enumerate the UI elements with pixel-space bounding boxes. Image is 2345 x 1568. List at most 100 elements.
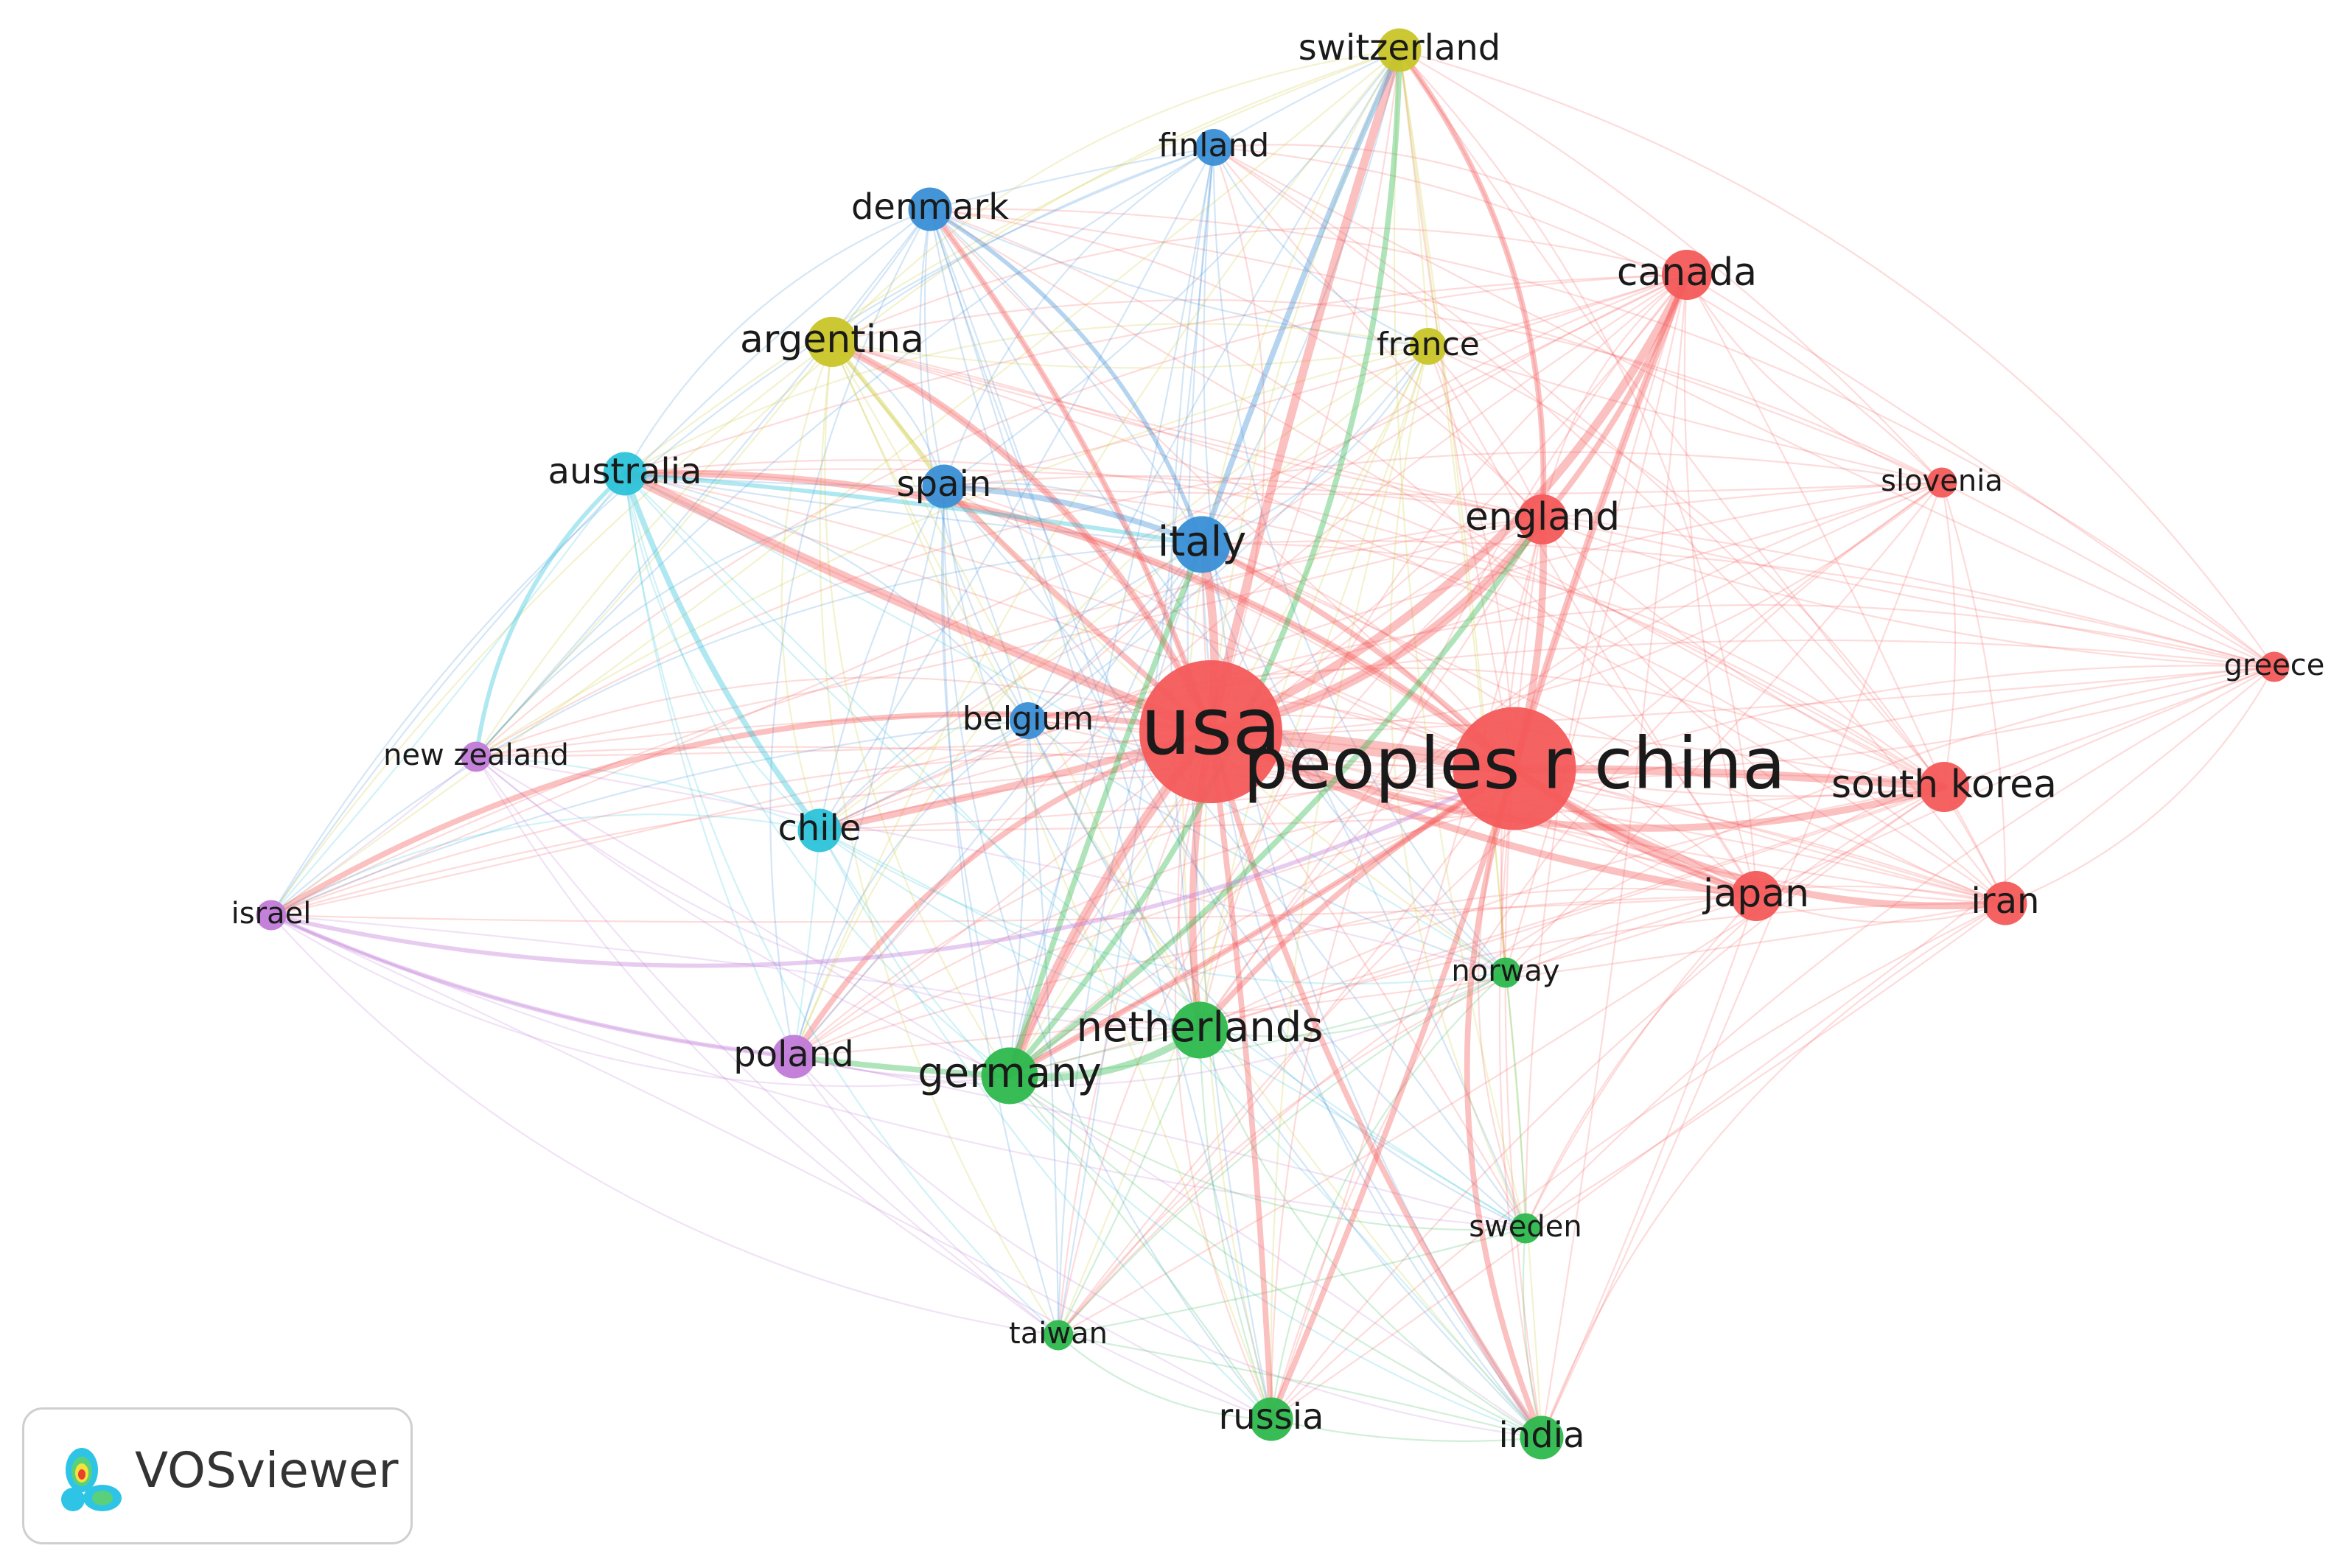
link-china-canada bbox=[1513, 273, 1688, 770]
node-denmark[interactable] bbox=[908, 187, 952, 231]
link-china-chile bbox=[818, 767, 1516, 832]
link-greece-russia bbox=[1270, 665, 2276, 1421]
node-israel[interactable] bbox=[256, 900, 287, 931]
node-germany[interactable] bbox=[981, 1047, 1038, 1105]
node-belgium[interactable] bbox=[1010, 702, 1046, 739]
node-iran[interactable] bbox=[1983, 881, 2027, 925]
link-canada-israel bbox=[270, 273, 1688, 917]
link-slovenia-new_zealand bbox=[475, 451, 1943, 758]
link-russia-india bbox=[1270, 1418, 1543, 1442]
node-south_korea[interactable] bbox=[1919, 762, 1969, 812]
link-denmark-new_zealand bbox=[475, 208, 932, 758]
link-iran-italy bbox=[1201, 543, 2007, 905]
link-usa-slovenia bbox=[1209, 481, 1943, 733]
link-canada-greece bbox=[1685, 273, 2276, 668]
link-south_korea-finland bbox=[1212, 146, 1946, 788]
link-south_korea-chile bbox=[818, 785, 1946, 832]
label-netherlands: netherlands bbox=[1077, 1004, 1324, 1051]
link-new_zealand-netherlands bbox=[475, 755, 1201, 1032]
link-usa-taiwan bbox=[1057, 730, 1212, 1337]
link-england-new_zealand bbox=[475, 518, 1544, 758]
node-taiwan[interactable] bbox=[1043, 1320, 1074, 1351]
link-japan-iran bbox=[1755, 895, 2007, 923]
label-greece: greece bbox=[2224, 648, 2325, 682]
link-greece-sweden bbox=[1524, 665, 2276, 1230]
link-denmark-poland bbox=[769, 208, 932, 1058]
link-taiwan-russia bbox=[1057, 1334, 1273, 1421]
node-finland[interactable] bbox=[1195, 129, 1232, 166]
link-germany-india bbox=[1008, 1074, 1543, 1439]
link-england-iran bbox=[1541, 518, 2007, 905]
link-belgium-sweden bbox=[1027, 719, 1527, 1230]
link-iran-greece bbox=[2004, 665, 2276, 905]
link-england-chile bbox=[818, 518, 1544, 832]
link-belgium-poland bbox=[792, 719, 1030, 1058]
link-japan-france bbox=[1427, 345, 1758, 897]
link-canada-england bbox=[1541, 273, 1688, 521]
link-argentina-france bbox=[831, 340, 1430, 369]
node-poland[interactable] bbox=[772, 1035, 816, 1079]
link-belgium-australia bbox=[623, 472, 1030, 722]
node-chile[interactable] bbox=[797, 808, 842, 853]
link-italy-switzerland bbox=[1199, 47, 1402, 547]
app-name: VOSviewer bbox=[135, 1442, 399, 1499]
link-italy-norway bbox=[1201, 543, 1507, 974]
link-netherlands-india bbox=[1198, 1029, 1543, 1439]
link-usa-switzerland bbox=[1209, 49, 1401, 733]
node-italy[interactable] bbox=[1173, 516, 1231, 573]
link-france-poland bbox=[792, 345, 1430, 1058]
link-italy-spain bbox=[943, 482, 1203, 546]
link-usa-new_zealand bbox=[475, 676, 1212, 758]
node-spain[interactable] bbox=[922, 464, 966, 508]
link-japan-taiwan bbox=[1057, 895, 1758, 1337]
node-india[interactable] bbox=[1520, 1415, 1564, 1460]
link-china-russia bbox=[1268, 766, 1517, 1422]
link-south_korea-germany bbox=[1008, 785, 1946, 1077]
link-south_korea-italy bbox=[1201, 543, 1946, 788]
node-greece[interactable] bbox=[2259, 651, 2290, 682]
link-usa-denmark bbox=[929, 208, 1212, 733]
link-japan-norway bbox=[1504, 895, 1758, 974]
node-england[interactable] bbox=[1517, 494, 1568, 545]
node-argentina[interactable] bbox=[807, 317, 857, 367]
link-norway-taiwan bbox=[1057, 971, 1507, 1337]
link-israel-germany bbox=[270, 914, 1011, 1088]
link-belgium-norway bbox=[1027, 719, 1507, 974]
link-italy-spain bbox=[941, 483, 1205, 547]
node-netherlands[interactable] bbox=[1171, 1001, 1229, 1059]
node-switzerland[interactable] bbox=[1377, 28, 1422, 72]
node-slovenia[interactable] bbox=[1926, 467, 1957, 498]
link-usa-denmark bbox=[927, 206, 1214, 735]
link-italy-taiwan bbox=[1057, 543, 1203, 1337]
link-germany-england bbox=[1007, 517, 1545, 1079]
node-france[interactable] bbox=[1410, 328, 1447, 365]
link-usa-russia bbox=[1174, 730, 1273, 1421]
label-russia: russia bbox=[1219, 1396, 1324, 1438]
link-south_korea-poland bbox=[792, 773, 1946, 1058]
link-japan-germany bbox=[1008, 887, 1758, 1077]
node-japan[interactable] bbox=[1731, 871, 1781, 921]
link-japan-israel bbox=[270, 895, 1758, 923]
label-iran: iran bbox=[1971, 881, 2040, 922]
link-iran-sweden bbox=[1524, 902, 2007, 1230]
label-norway: norway bbox=[1451, 954, 1559, 988]
link-denmark-russia bbox=[929, 208, 1273, 1421]
link-south_korea-australia bbox=[623, 459, 1946, 788]
link-usa-israel bbox=[268, 711, 1214, 918]
node-norway[interactable] bbox=[1490, 957, 1521, 988]
node-sweden[interactable] bbox=[1510, 1213, 1541, 1244]
link-norway-russia bbox=[1270, 971, 1507, 1421]
label-usa: usa bbox=[1141, 681, 1282, 773]
link-germany-italy bbox=[1007, 542, 1205, 1079]
node-russia[interactable] bbox=[1249, 1397, 1293, 1441]
link-slovenia-spain bbox=[943, 481, 1943, 496]
node-australia[interactable] bbox=[603, 452, 647, 496]
node-china[interactable] bbox=[1453, 707, 1576, 830]
link-iran-india bbox=[1540, 902, 2007, 1439]
link-australia-india bbox=[623, 472, 1543, 1439]
node-new_zealand[interactable] bbox=[461, 741, 492, 772]
node-canada[interactable] bbox=[1662, 250, 1712, 300]
link-spain-switzerland bbox=[943, 49, 1401, 488]
node-usa[interactable] bbox=[1139, 660, 1282, 803]
